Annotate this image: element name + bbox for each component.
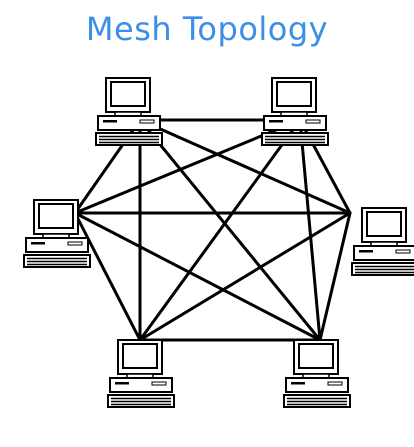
- node-bottom-right-desktop-computer-icon: [283, 339, 351, 408]
- node-top-right-desktop-computer-icon: [261, 77, 329, 146]
- footer-caption: [0, 425, 414, 444]
- link-mid-left-bottom-right: [73, 211, 322, 342]
- link-mid-right-bottom-right: [318, 211, 352, 342]
- link-mid-left-bottom-left: [73, 211, 142, 342]
- diagram-title: Mesh Topology: [85, 10, 329, 48]
- mesh-links: [73, 118, 352, 342]
- link-top-right-bottom-left: [138, 118, 302, 342]
- node-mid-right-desktop-computer-icon: [351, 207, 414, 276]
- link-mid-right-bottom-left: [138, 211, 352, 342]
- link-top-right-bottom-right: [298, 118, 322, 342]
- link-top-left-mid-right: [138, 118, 352, 215]
- node-top-left-desktop-computer-icon: [95, 77, 163, 146]
- mesh-nodes: [23, 77, 414, 408]
- link-top-left-bottom-right: [138, 118, 322, 342]
- node-bottom-left-desktop-computer-icon: [107, 339, 175, 408]
